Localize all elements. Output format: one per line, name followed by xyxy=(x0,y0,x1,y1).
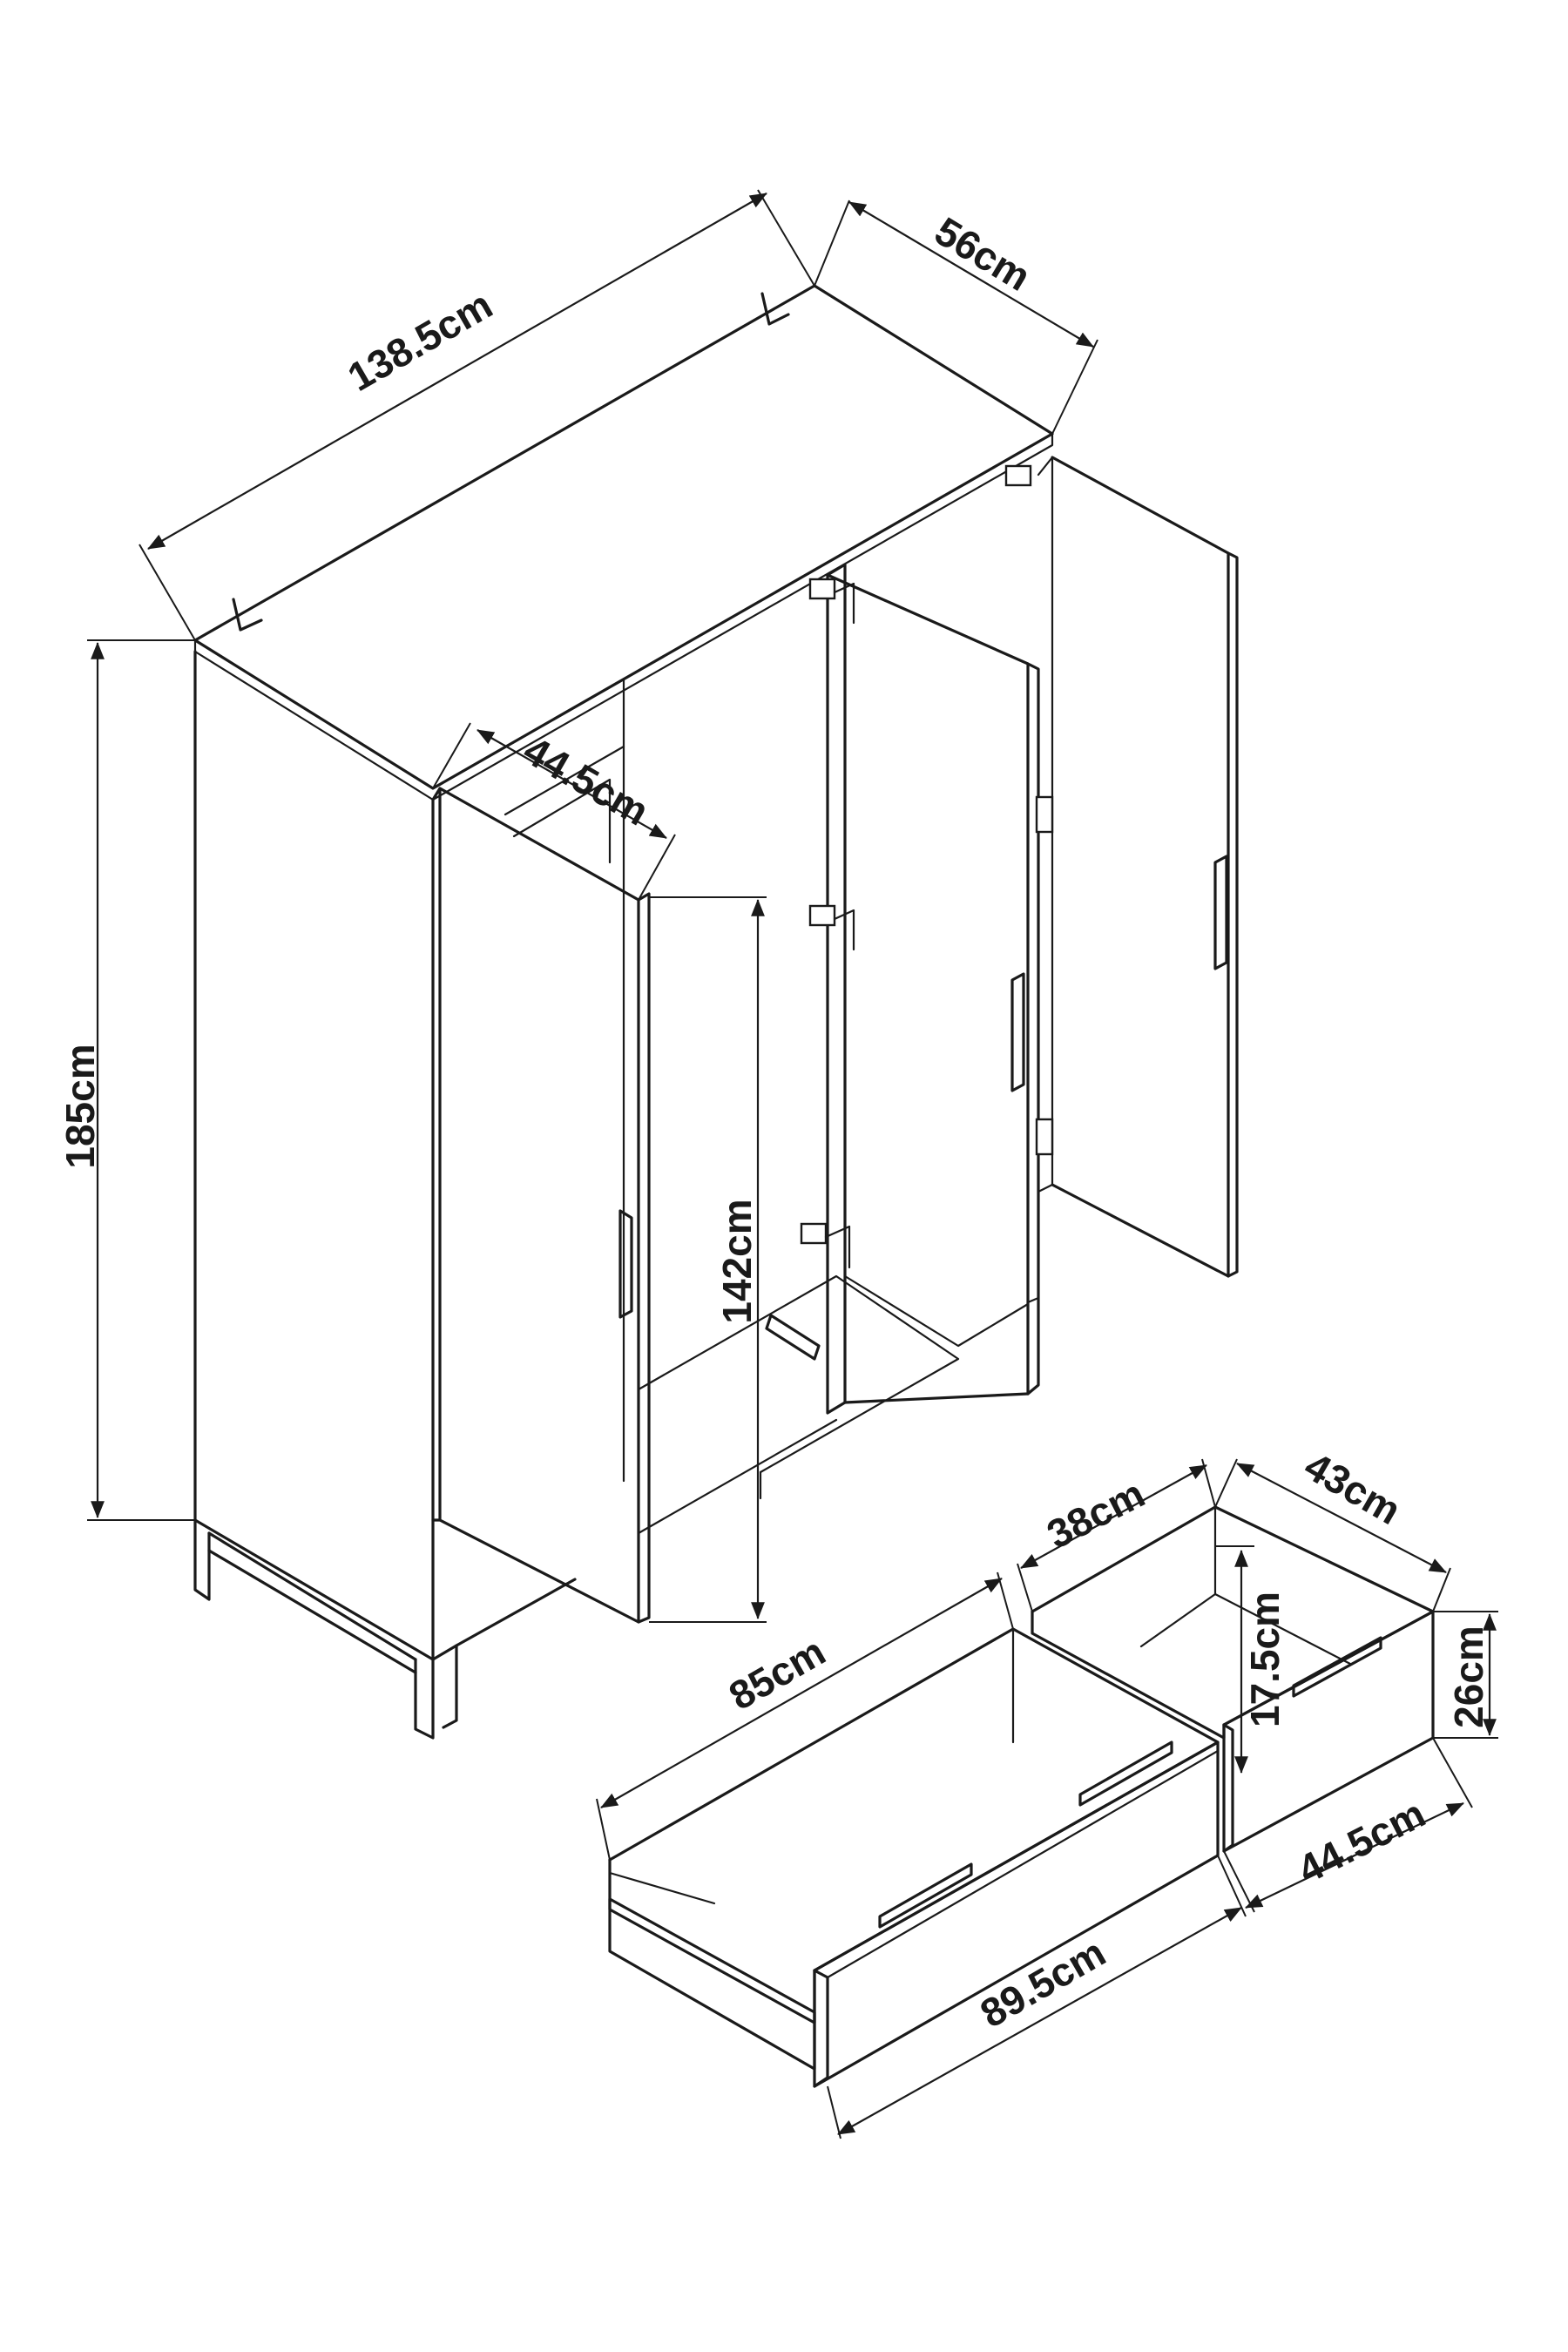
dim-line-small-drawer-width xyxy=(1020,1464,1207,1569)
middle-door-handle xyxy=(1010,972,1025,1092)
right-door-handle xyxy=(1213,855,1228,970)
large-drawer-handle-back xyxy=(1078,1740,1173,1807)
dimension-labels: 138.5cm 56cm 185cm 44.5cm 142cm 38cm 43c… xyxy=(57,208,1491,2037)
large-drawer-body xyxy=(608,1627,1220,1972)
middle-divider xyxy=(826,563,847,1415)
wardrobe-left-side xyxy=(193,650,435,1661)
left-door-closed xyxy=(431,787,442,1522)
large-drawer xyxy=(608,1627,1220,2088)
dim-line-depth-total xyxy=(848,201,1094,348)
label-height-total: 185cm xyxy=(57,1044,103,1168)
label-door-height: 142cm xyxy=(714,1199,760,1323)
label-drawer-depth: 44.5cm xyxy=(1290,1790,1432,1892)
interior-shelf xyxy=(637,1274,960,1474)
label-small-drawer-width: 38cm xyxy=(1040,1470,1152,1558)
left-door-open xyxy=(438,787,640,1624)
dim-line-small-drawer-depth xyxy=(1236,1463,1447,1573)
left-door-handle xyxy=(618,1209,633,1319)
hinge-icons xyxy=(800,464,1054,1269)
small-drawer-handle xyxy=(1292,1636,1382,1698)
large-drawer-slide xyxy=(608,1897,816,2024)
dim-line-drawer-depth xyxy=(1245,1802,1464,1909)
middle-door-left xyxy=(826,573,1030,1404)
leg-mid xyxy=(431,1644,458,1729)
leg-front-right xyxy=(414,1658,435,1740)
label-large-drawer-inner-width: 85cm xyxy=(721,1628,833,1719)
large-drawer-handle xyxy=(878,1862,973,1929)
dimension-lines xyxy=(87,189,1498,2139)
base-rail xyxy=(207,1531,577,1674)
dim-line-drawer-width xyxy=(837,1907,1242,2135)
right-door-open xyxy=(1051,456,1230,1278)
leg-front-left xyxy=(193,1518,211,1601)
label-small-drawer-inner-height: 17.5cm xyxy=(1242,1592,1288,1727)
dim-line-inner-depth xyxy=(476,729,667,839)
label-depth-total: 56cm xyxy=(927,208,1038,300)
label-small-drawer-height: 26cm xyxy=(1446,1625,1491,1728)
label-small-drawer-depth: 43cm xyxy=(1297,1443,1409,1533)
label-width-total: 138.5cm xyxy=(340,281,499,400)
top-bracket-left xyxy=(232,598,263,632)
label-inner-depth: 44.5cm xyxy=(516,727,656,835)
dim-line-width-total xyxy=(147,193,767,550)
drawer-slide xyxy=(765,1314,821,1361)
dim-line-drawer-inner-width xyxy=(600,1578,1003,1808)
